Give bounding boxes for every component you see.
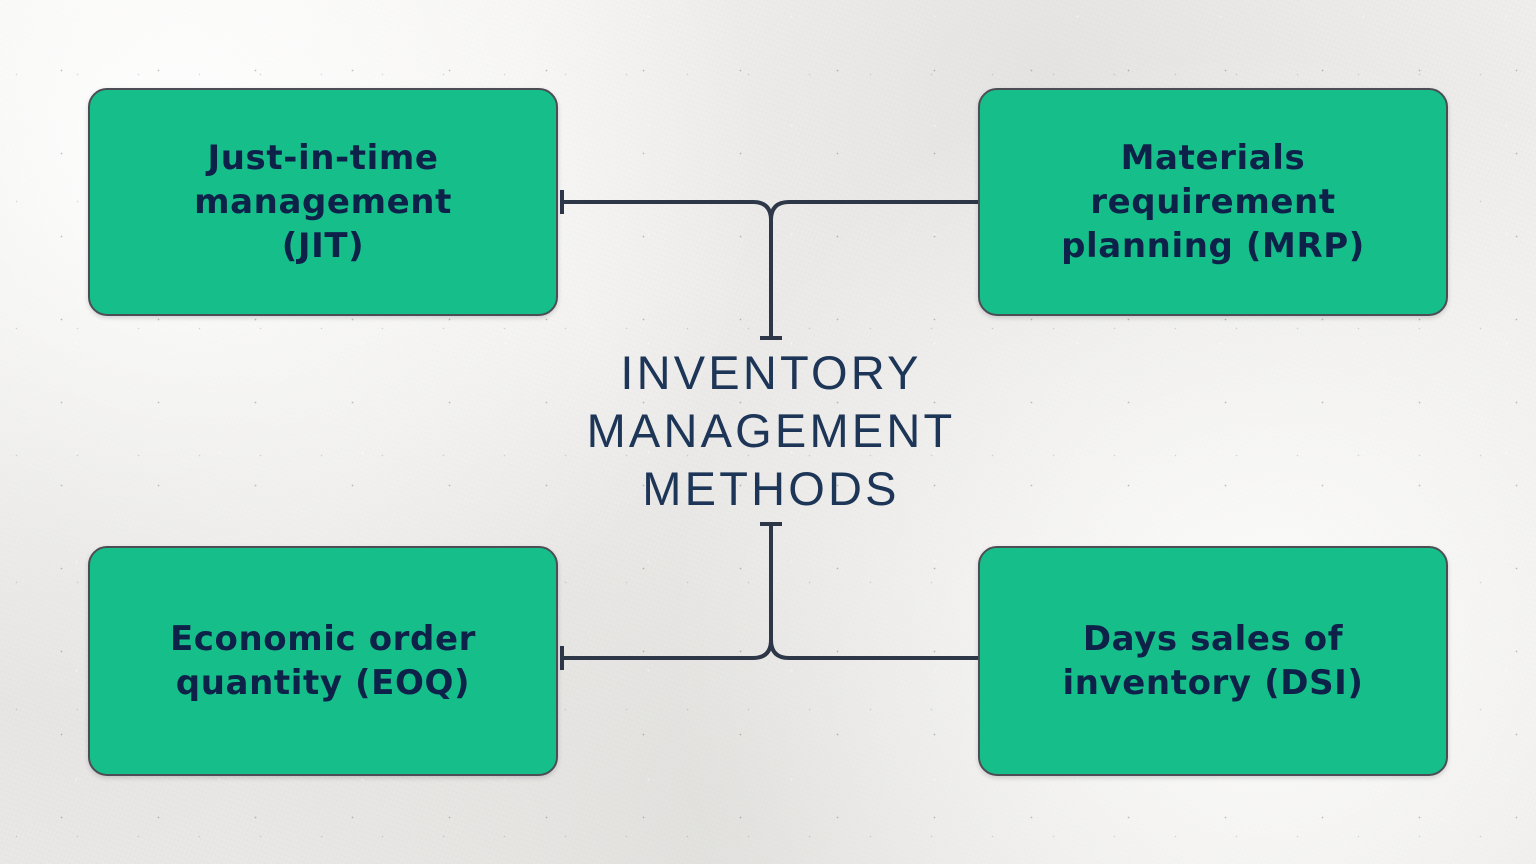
node-label-mrp: Materials requirement planning (MRP) [1061,137,1365,267]
connector-bottom-branch [562,525,980,660]
title-line-3: METHODS [642,462,900,516]
title-line-1: INVENTORY [620,345,922,399]
connector-top-branch [562,200,980,337]
node-days-sales-of-inventory[interactable]: Days sales of inventory (DSI) [978,546,1448,776]
page-title: INVENTORY MANAGEMENT METHODS [536,334,1006,528]
node-economic-order-quantity[interactable]: Economic order quantity (EOQ) [88,546,558,776]
node-label-eoq: Economic order quantity (EOQ) [169,618,477,703]
node-just-in-time-management[interactable]: Just-in-time management (JIT) [88,88,558,316]
node-label-jit: Just-in-time management (JIT) [194,137,452,267]
node-label-dsi: Days sales of inventory (DSI) [1062,618,1364,703]
title-line-2: MANAGEMENT [586,403,956,457]
node-materials-requirement-planning[interactable]: Materials requirement planning (MRP) [978,88,1448,316]
